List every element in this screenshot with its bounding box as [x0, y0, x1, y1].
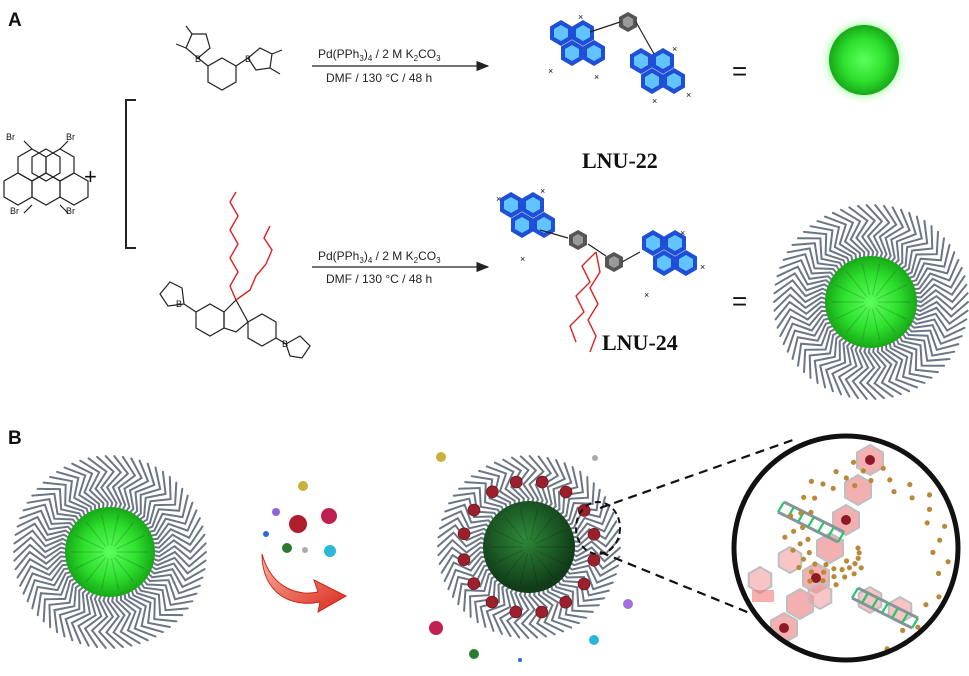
- bottom-solvent: DMF / 130 °C / 48 h: [326, 272, 432, 286]
- svg-text:×: ×: [680, 228, 685, 238]
- svg-text:×: ×: [652, 96, 657, 106]
- tetrabromopyrene-structure: [3, 140, 89, 214]
- metal-ion-cluster: [263, 481, 337, 557]
- zoom-line-bottom: [599, 550, 753, 616]
- lnu22-nanoparticle: [818, 14, 910, 106]
- br-top-left: Br: [6, 132, 15, 142]
- curved-arrow-icon: [261, 553, 348, 613]
- reaction-bracket: [125, 99, 136, 249]
- svg-text:×: ×: [540, 186, 545, 196]
- br-top-right: Br: [66, 132, 75, 142]
- svg-text:Pd(PPh3)4 / 2 M K2CO3: Pd(PPh3)4 / 2 M K2CO3: [318, 47, 441, 63]
- top-boron-1: B: [195, 54, 201, 64]
- svg-text:×: ×: [520, 254, 525, 264]
- ion-loaded-nanoparticle: [437, 455, 621, 639]
- panel-a-label: A: [8, 10, 22, 31]
- svg-text:×: ×: [594, 72, 599, 82]
- equals-top: =: [732, 56, 747, 86]
- top-reaction-conditions: Pd(PPh3)4 / 2 M K2CO3 DMF / 130 °C / 48 …: [312, 47, 490, 85]
- svg-text:×: ×: [644, 290, 649, 300]
- zoom-line-top: [599, 438, 794, 510]
- plus-sign: +: [84, 164, 97, 189]
- lnu22-structure: × × × × × ×: [548, 12, 691, 106]
- svg-text:×: ×: [672, 44, 677, 54]
- lnu24-structure: × × × × × ×: [496, 186, 705, 353]
- top-solvent: DMF / 130 °C / 48 h: [326, 71, 432, 85]
- svg-text:×: ×: [700, 262, 705, 272]
- panel-b-hairy-nanoparticle: [13, 455, 207, 649]
- br-bottom-right: Br: [66, 206, 75, 216]
- fluorene-diboronic-ester-structure: [159, 191, 311, 359]
- phenyl-diboronic-ester-structure: [175, 25, 283, 91]
- svg-text:×: ×: [548, 66, 553, 76]
- bottom-catalyst: Pd(PPh: [318, 249, 359, 263]
- svg-text:Pd(PPh3)4 / 2 M K2CO3: Pd(PPh3)4 / 2 M K2CO3: [318, 249, 441, 265]
- magnifier-circle-icon: [731, 433, 961, 663]
- lnu24-hairy-nanoparticle: [773, 204, 969, 400]
- bottom-reaction-conditions: Pd(PPh3)4 / 2 M K2CO3 DMF / 130 °C / 48 …: [312, 249, 490, 286]
- br-bottom-left: Br: [10, 206, 19, 216]
- bottom-boron-1: B: [176, 299, 182, 309]
- equals-bottom: =: [732, 286, 747, 316]
- top-boron-2: B: [245, 54, 251, 64]
- bottom-boron-2: B: [282, 339, 288, 349]
- svg-text:×: ×: [578, 12, 583, 22]
- product-lnu22: LNU-22: [582, 148, 658, 173]
- product-lnu24: LNU-24: [602, 330, 678, 355]
- free-metal-ions: [429, 452, 633, 662]
- svg-text:×: ×: [686, 90, 691, 100]
- svg-text:×: ×: [496, 194, 501, 204]
- zoom-region-marker: [575, 501, 621, 555]
- top-catalyst: Pd(PPh: [318, 47, 359, 61]
- panel-b-label: B: [8, 428, 22, 449]
